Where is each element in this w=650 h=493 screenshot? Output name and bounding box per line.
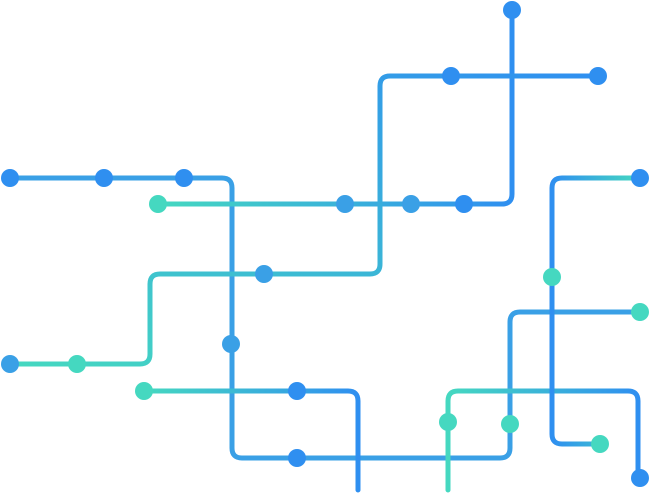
station[interactable] <box>591 435 609 453</box>
station[interactable] <box>439 413 457 431</box>
station[interactable] <box>631 303 649 321</box>
station[interactable] <box>503 1 521 19</box>
station[interactable] <box>222 335 240 353</box>
station[interactable] <box>543 268 561 286</box>
station[interactable] <box>501 415 519 433</box>
station[interactable] <box>288 449 306 467</box>
metro-line-a <box>7 175 643 461</box>
station[interactable] <box>631 469 649 487</box>
metro-line-d <box>141 388 361 493</box>
station[interactable] <box>135 382 153 400</box>
station[interactable] <box>1 169 19 187</box>
metro-line-b <box>155 7 515 207</box>
station[interactable] <box>1 355 19 373</box>
station[interactable] <box>175 169 193 187</box>
station[interactable] <box>336 195 354 213</box>
station[interactable] <box>255 265 273 283</box>
station[interactable] <box>631 169 649 187</box>
metro-line-f <box>549 175 643 447</box>
station[interactable] <box>442 67 460 85</box>
station[interactable] <box>68 355 86 373</box>
metro-line-e <box>445 388 641 493</box>
station[interactable] <box>589 67 607 85</box>
station[interactable] <box>288 382 306 400</box>
station[interactable] <box>455 195 473 213</box>
station[interactable] <box>402 195 420 213</box>
station[interactable] <box>95 169 113 187</box>
station[interactable] <box>149 195 167 213</box>
